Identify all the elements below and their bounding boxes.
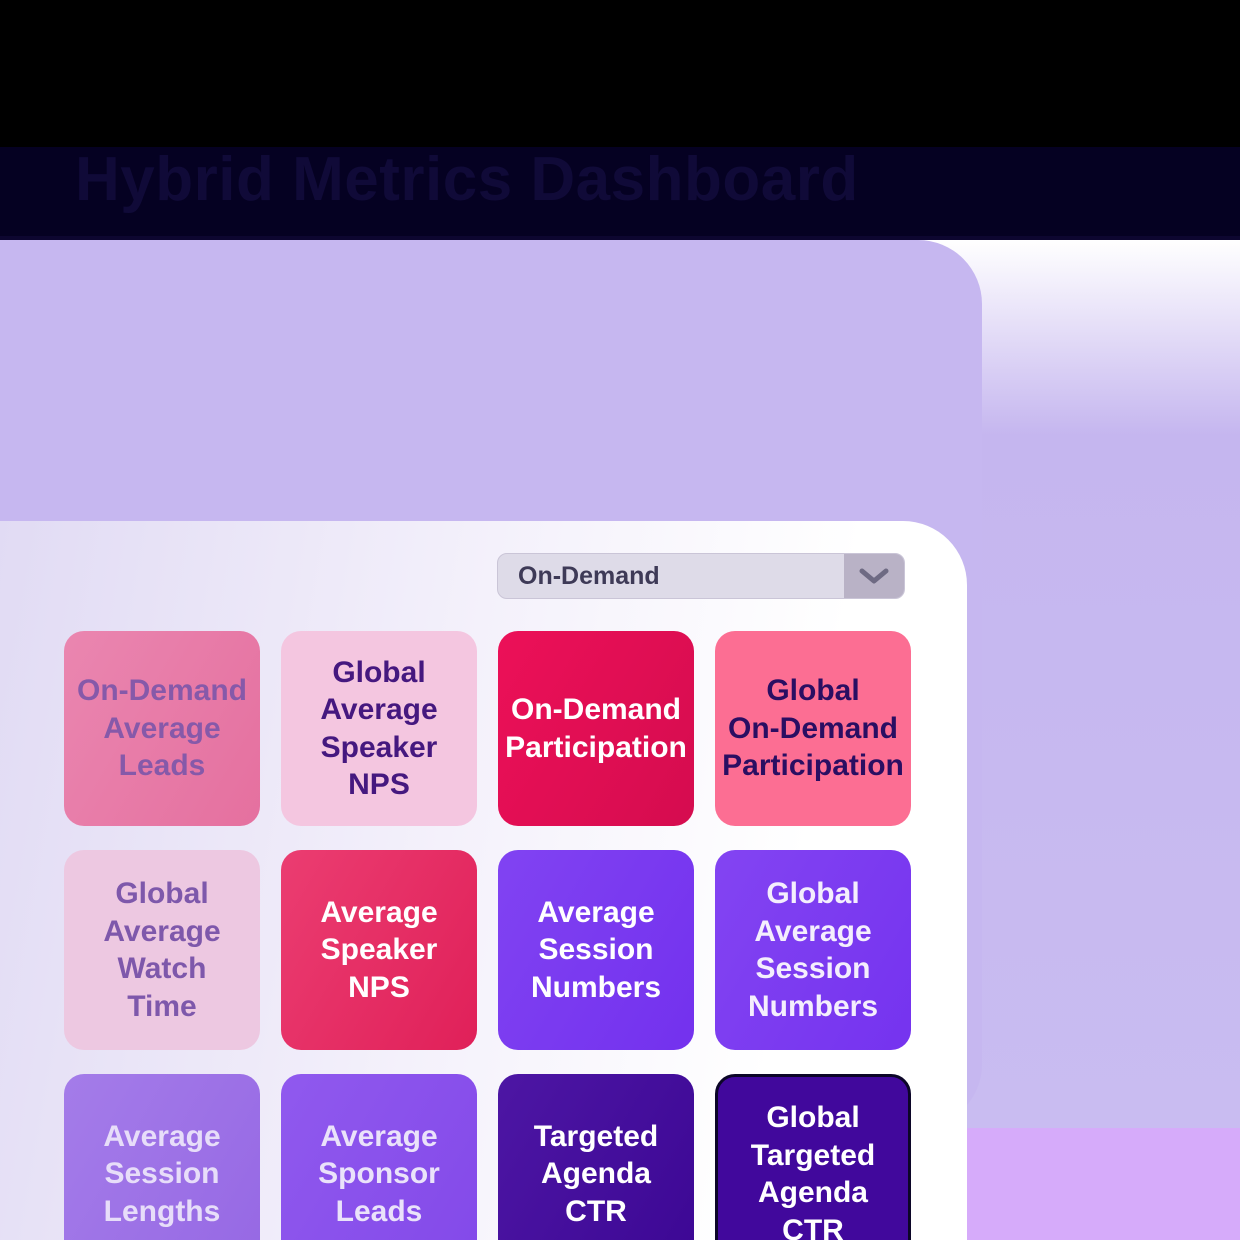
tile-label: Average Session Numbers [530, 895, 662, 1004]
metric-tile-global-targeted-agenda-ctr[interactable]: Global Targeted Agenda CTR [715, 1074, 911, 1240]
tile-label: Global Targeted Agenda CTR [750, 1101, 876, 1240]
tile-label: Average Sponsor Leads [318, 1119, 440, 1228]
metric-tile-average-session-lengths[interactable]: Average Session Lengths [64, 1074, 260, 1240]
page-title: Hybrid Metrics Dashboard [75, 145, 859, 214]
tile-label: Global On-Demand Participation [722, 674, 904, 783]
tile-label: Average Session Lengths [103, 1119, 221, 1228]
content-panel: On-Demand On-Demand Average Leads Global… [0, 240, 982, 1240]
tile-label: On-Demand Average Leads [76, 674, 247, 783]
metric-tile-global-average-watch-time[interactable]: Global Average Watch Time [64, 850, 260, 1050]
metric-tile-global-average-session-numbers[interactable]: Global Average Session Numbers [715, 850, 911, 1050]
metric-tile-average-session-numbers[interactable]: Average Session Numbers [498, 850, 694, 1050]
tile-label: Global Average Session Numbers [747, 877, 879, 1023]
tile-label: Global Average Speaker NPS [320, 655, 438, 802]
tile-label: On-Demand Participation [505, 693, 687, 764]
dropdown-chevron-button[interactable] [844, 554, 904, 598]
metric-tile-on-demand-participation[interactable]: On-Demand Participation [498, 631, 694, 826]
metric-tile-global-average-speaker-nps[interactable]: Global Average Speaker NPS [281, 631, 477, 826]
tile-label: Targeted Agenda CTR [533, 1119, 659, 1228]
metric-tile-average-speaker-nps[interactable]: Average Speaker NPS [281, 850, 477, 1050]
metric-type-dropdown[interactable]: On-Demand [497, 553, 905, 599]
metric-tile-average-sponsor-leads[interactable]: Average Sponsor Leads [281, 1074, 477, 1240]
metrics-card: On-Demand On-Demand Average Leads Global… [0, 521, 967, 1240]
metrics-grid: On-Demand Average Leads Global Average S… [64, 631, 911, 1240]
metric-tile-global-on-demand-participation[interactable]: Global On-Demand Participation [715, 631, 911, 826]
header-band [0, 147, 1240, 236]
chevron-down-icon [859, 568, 889, 584]
page-header: Hybrid Metrics Dashboard [0, 0, 1240, 240]
metric-tile-targeted-agenda-ctr[interactable]: Targeted Agenda CTR [498, 1074, 694, 1240]
metric-tile-on-demand-average-leads[interactable]: On-Demand Average Leads [64, 631, 260, 826]
tile-label: Average Speaker NPS [320, 895, 438, 1004]
dropdown-selected-value: On-Demand [518, 561, 660, 590]
tile-label: Global Average Watch Time [103, 877, 221, 1023]
